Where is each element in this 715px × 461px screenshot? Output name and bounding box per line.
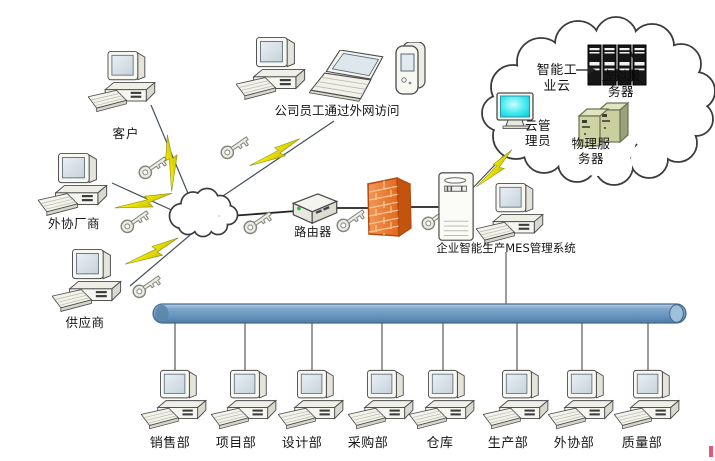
mes-pc-icon: [476, 182, 544, 245]
key-icon: [130, 271, 164, 301]
key-icon: [118, 206, 152, 236]
dept-label-procurement: 采购部: [347, 436, 389, 451]
dept-label-sales: 销售部: [149, 436, 191, 451]
dept-pc-icon: [614, 369, 680, 430]
dept-pc-icon: [548, 369, 614, 430]
key-icon: [136, 152, 170, 182]
employee-pda-icon: [395, 42, 426, 95]
watermark-fragment: [709, 446, 713, 457]
rack-servers-icon: [587, 44, 647, 86]
arrow-icon: [576, 66, 596, 74]
dept-label-outsourcing: 外协部: [553, 436, 595, 451]
router-icon: [292, 192, 338, 225]
link-outsourcing-cloud: [111, 182, 177, 213]
dept-pc-icon: [409, 369, 475, 430]
cloud-admin-label: 云管理员: [524, 118, 551, 148]
green-tower-servers-icon: [577, 101, 630, 147]
internet-cloud-icon: [168, 187, 239, 238]
dept-label-design: 设计部: [281, 436, 323, 451]
dept-label-project: 项目部: [215, 436, 257, 451]
lightning-bolt-icon: [124, 227, 181, 278]
crt-monitor-icon: [496, 92, 534, 129]
lightning-bolt-icon: [249, 128, 303, 179]
key-icon: [334, 205, 368, 235]
firewall-brick-icon: [366, 176, 412, 238]
router-label: 路由器: [294, 225, 332, 239]
key-icon: [241, 207, 275, 237]
dept-label-warehouse: 仓库: [426, 436, 454, 451]
outsourcing-pc-icon: [38, 152, 108, 216]
link-employees-cloud: [219, 120, 335, 199]
dept-pc-icon: [211, 369, 277, 430]
employees-label: 公司员工通过外网访问: [274, 103, 400, 118]
dept-label-production: 生产部: [487, 436, 529, 451]
virtual-servers-label: 虚拟服务器: [601, 68, 641, 99]
industrial-cloud-title: 智能工业云: [536, 63, 578, 94]
dept-pc-icon: [278, 369, 344, 430]
dept-pc-icon: [348, 369, 414, 430]
dept-label-quality: 质量部: [621, 436, 663, 451]
key-icon: [218, 132, 252, 162]
employee-laptop-icon: [309, 50, 384, 102]
bus-bar: [152, 303, 687, 324]
supplier-pc-icon: [52, 248, 122, 312]
employee-pc-icon: [236, 36, 306, 100]
mes-tower-server-icon: [438, 172, 474, 242]
customer-pc-icon: [88, 50, 156, 113]
link-supplier-cloud: [129, 229, 197, 287]
dept-pc-icon: [141, 369, 207, 430]
dept-pc-icon: [483, 369, 549, 430]
mes-system-label: 企业智能生产MES管理系统: [436, 241, 576, 255]
link-cloud-router: [229, 210, 297, 217]
customer-label: 客户: [112, 126, 140, 141]
supplier-label: 供应商: [65, 315, 105, 330]
outsourcing-vendor-label: 外协厂商: [47, 216, 101, 231]
department-pcs: [141, 369, 680, 430]
physical-servers-label: 物理服务器: [571, 136, 611, 166]
